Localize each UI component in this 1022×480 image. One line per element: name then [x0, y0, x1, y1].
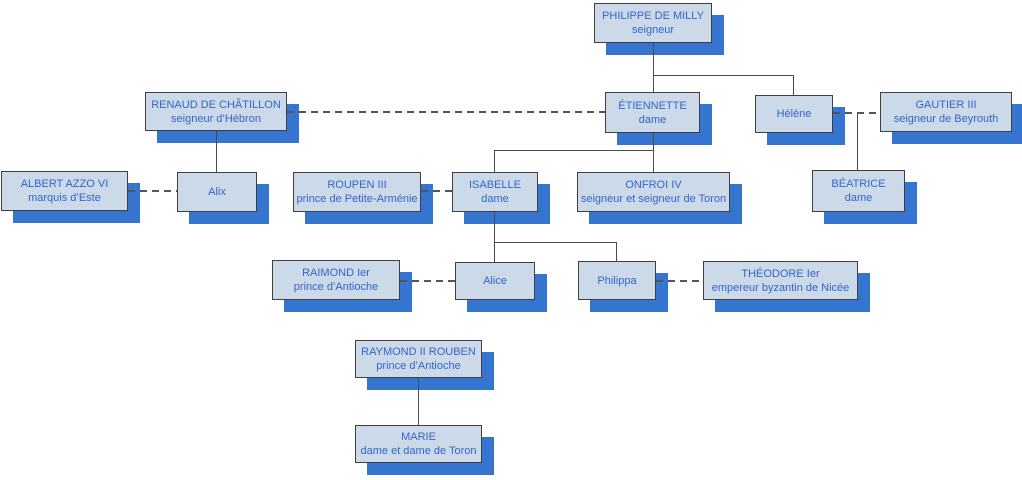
node-alix[interactable]: Alix	[177, 172, 257, 212]
node-beatrice[interactable]: BÉATRICE dame	[812, 170, 905, 212]
person-title: dame	[638, 113, 667, 126]
edge-raymond-to-marie	[418, 378, 419, 425]
person-name: BÉATRICE	[831, 178, 886, 190]
person-name: ONFROI IV	[625, 179, 682, 191]
edge-isabelle-children-bar	[494, 242, 616, 243]
person-title: dame et dame de Toron	[360, 445, 477, 457]
person-name: GAUTIER III	[915, 99, 977, 111]
node-onfroi-iv[interactable]: ONFROI IV seigneur et seigneur de Toron	[577, 172, 730, 212]
person-title: prince d’Antioche	[376, 360, 461, 372]
person-name: ISABELLE	[469, 179, 521, 191]
person-title: prince de Petite-Arménie	[296, 193, 418, 205]
person-name: Alix	[208, 186, 226, 198]
node-roupen-iii[interactable]: ROUPEN III prince de Petite-Arménie	[293, 172, 421, 212]
person-title: dame	[481, 193, 509, 205]
person-name: Alice	[483, 275, 507, 287]
edge-etiennette-children-bar	[494, 150, 653, 151]
node-raimond-ier[interactable]: RAIMOND Ier prince d’Antioche	[272, 260, 400, 300]
person-title: seigneur d’Hébron	[171, 112, 261, 125]
person-name: Hélène	[776, 108, 812, 120]
person-title: prince d’Antioche	[293, 281, 379, 293]
person-name: ÉTIENNETTE	[618, 99, 687, 112]
person-name: RAIMOND Ier	[302, 267, 370, 279]
person-name: ROUPEN III	[327, 179, 387, 191]
marriage-roupen-isabelle	[421, 190, 452, 192]
person-name: PHILIPPE DE MILLY	[602, 10, 704, 22]
node-renaud-de-chatillon[interactable]: RENAUD DE CHÂTILLON seigneur d’Hébron	[145, 92, 287, 131]
person-title: dame	[844, 192, 873, 204]
edge-helene-gautier-to-beatrice	[857, 113, 858, 170]
edge-isabelle-to-alice	[494, 212, 495, 262]
person-name: MARIE	[401, 431, 436, 443]
node-helene[interactable]: Hélène	[755, 95, 833, 133]
node-philippe-de-milly[interactable]: PHILIPPE DE MILLY seigneur	[594, 3, 712, 43]
marriage-philippa-theodore	[656, 280, 703, 282]
person-title: empereur byzantin de Nicée	[711, 281, 850, 294]
person-name: Philippa	[597, 274, 637, 287]
edge-philippe-to-etiennette	[653, 43, 654, 92]
person-title: seigneur et seigneur de Toron	[580, 193, 727, 205]
node-etiennette[interactable]: ÉTIENNETTE dame	[605, 92, 700, 133]
node-isabelle[interactable]: ISABELLE dame	[452, 172, 538, 212]
node-theodore-ier[interactable]: THÉODORE Ier empereur byzantin de Nicée	[703, 261, 858, 300]
person-name: RENAUD DE CHÂTILLON	[151, 98, 281, 111]
node-raymond-ii-rouben[interactable]: RAYMOND II ROUBEN prince d’Antioche	[355, 340, 482, 378]
person-name: ALBERT AZZO VI	[20, 178, 109, 190]
node-gautier-iii[interactable]: GAUTIER III seigneur de Beyrouth	[880, 92, 1012, 132]
edge-renaud-to-alix	[216, 131, 217, 172]
person-title: seigneur de Beyrouth	[893, 113, 999, 125]
marriage-raimond-alice	[400, 280, 455, 282]
node-alice[interactable]: Alice	[455, 262, 535, 300]
marriage-helene-gautier	[833, 112, 881, 114]
node-albert-azzo-vi[interactable]: ALBERT AZZO VI marquis d’Este	[1, 171, 128, 211]
edge-philippe-children-bar	[653, 75, 793, 76]
edge-isabelle-to-philippa	[616, 242, 617, 261]
person-name: RAYMOND II ROUBEN	[361, 346, 476, 358]
marriage-albert-alix	[128, 190, 177, 192]
node-philippa[interactable]: Philippa	[578, 261, 656, 300]
edge-etiennette-to-onfroi	[653, 133, 654, 172]
node-marie[interactable]: MARIE dame et dame de Toron	[355, 425, 482, 463]
marriage-renaud-etiennette	[287, 111, 605, 113]
edge-etiennette-to-isabelle	[494, 150, 495, 172]
person-title: seigneur	[631, 24, 675, 36]
person-name: THÉODORE Ier	[741, 267, 820, 280]
edge-philippe-to-helene	[793, 75, 794, 95]
person-title: marquis d’Este	[28, 192, 101, 204]
